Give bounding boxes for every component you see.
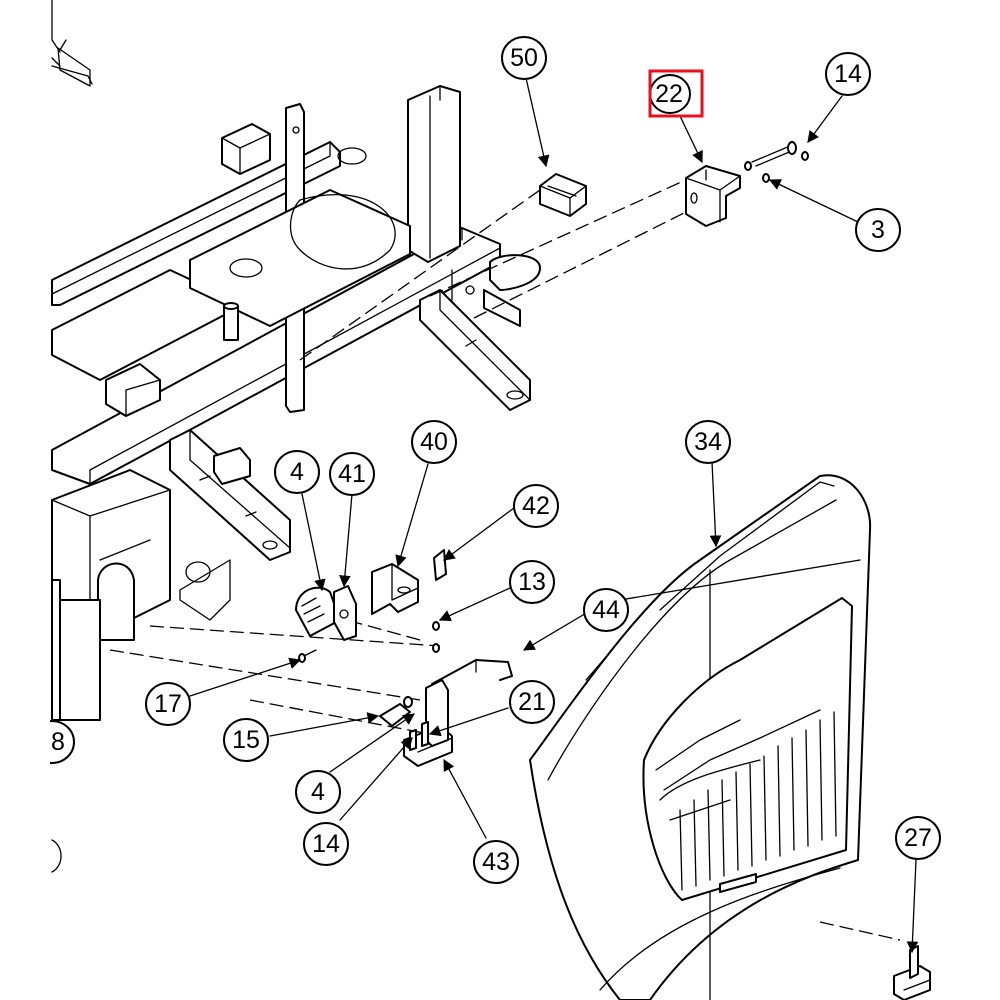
callout-label: 14 — [834, 60, 862, 88]
part-13-screw — [432, 621, 440, 653]
callout-label: 27 — [904, 824, 932, 852]
part-27-catch — [893, 945, 931, 1000]
callout-4-upper: 4 — [274, 450, 320, 494]
callout-40: 40 — [411, 420, 457, 464]
part-42-pin — [433, 549, 447, 581]
part-41-bracket — [333, 585, 357, 641]
assembly-lines — [109, 177, 901, 941]
callout-44: 44 — [583, 588, 629, 632]
part-40-bracket — [371, 563, 419, 615]
part-15-bolt — [379, 696, 413, 727]
callout-43: 43 — [473, 840, 519, 884]
callout-27: 27 — [895, 816, 941, 860]
part-44-rod — [431, 659, 513, 685]
callout-label: 40 — [420, 428, 448, 456]
part-14-screw — [744, 141, 809, 171]
part-3-nut — [762, 173, 770, 183]
callout-label: 50 — [510, 44, 538, 72]
callout-42: 42 — [513, 484, 559, 528]
callout-4-lower: 4 — [295, 770, 341, 814]
callout-label: 42 — [522, 492, 550, 520]
left-margin — [0, 0, 50, 1000]
callout-label: 41 — [338, 460, 366, 488]
part-17-screw — [298, 649, 317, 663]
highlight-box — [648, 69, 704, 118]
callout-14-lower: 14 — [303, 822, 349, 866]
callout-13: 13 — [509, 560, 555, 604]
callout-41: 41 — [329, 452, 375, 496]
callout-17: 17 — [145, 682, 191, 726]
callout-label: 15 — [232, 726, 260, 754]
chassis-frame — [51, 0, 541, 873]
callout-3: 3 — [855, 208, 901, 252]
part-34-grille-panel — [529, 474, 872, 1000]
callout-label: 3 — [871, 216, 885, 244]
callout-label: 44 — [592, 596, 620, 624]
callout-label: 34 — [694, 428, 722, 456]
callout-label: 4 — [290, 458, 304, 486]
callout-label: 4 — [311, 778, 325, 806]
callout-21: 21 — [509, 680, 555, 724]
callout-label: 22 — [655, 80, 683, 108]
callout-label: 14 — [312, 830, 340, 858]
callout-label: 8 — [51, 728, 65, 756]
callout-15: 15 — [223, 718, 269, 762]
callout-14-top: 14 — [825, 52, 871, 96]
callout-label: 13 — [518, 568, 546, 596]
callout-50: 50 — [501, 36, 547, 80]
callout-label: 17 — [154, 690, 182, 718]
callout-22: 22 — [648, 69, 704, 118]
callout-label: 21 — [518, 688, 546, 716]
part-50-spacer — [539, 173, 587, 217]
callout-34: 34 — [685, 420, 731, 464]
part-22-bracket — [685, 165, 741, 227]
callout-label: 43 — [482, 848, 510, 876]
leader-lines — [189, 77, 919, 954]
